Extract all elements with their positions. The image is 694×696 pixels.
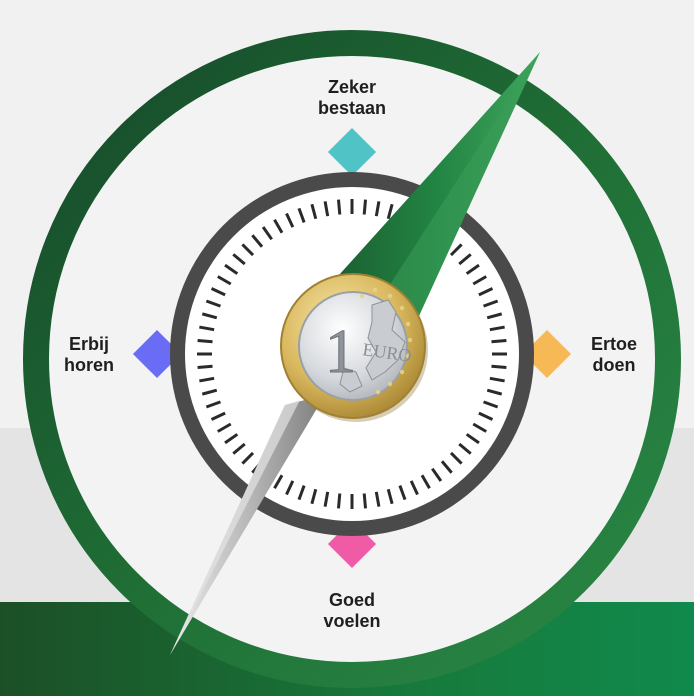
direction-label-bottom: Goed voelen bbox=[292, 590, 412, 632]
direction-label-top-line1: Zeker bbox=[292, 77, 412, 98]
direction-label-bottom-line2: voelen bbox=[292, 611, 412, 632]
direction-label-left-line2: horen bbox=[29, 355, 149, 376]
dial-tick bbox=[491, 366, 506, 367]
direction-label-left-line1: Erbij bbox=[29, 334, 149, 355]
direction-label-right: Ertoe doen bbox=[554, 334, 674, 376]
dial-tick bbox=[198, 340, 213, 341]
dial-tick bbox=[364, 200, 365, 215]
dial-tick bbox=[491, 340, 506, 341]
direction-label-top-line2: bestaan bbox=[292, 98, 412, 119]
dial-tick bbox=[338, 200, 339, 215]
dial-tick bbox=[198, 366, 213, 367]
direction-label-bottom-line1: Goed bbox=[292, 590, 412, 611]
direction-label-right-line1: Ertoe bbox=[554, 334, 674, 355]
direction-label-top: Zeker bestaan bbox=[292, 77, 412, 119]
direction-label-right-line2: doen bbox=[554, 355, 674, 376]
dial-tick bbox=[338, 493, 339, 508]
dial-tick bbox=[364, 493, 365, 508]
svg-text:1: 1 bbox=[325, 318, 356, 386]
direction-label-left: Erbij horen bbox=[29, 334, 149, 376]
